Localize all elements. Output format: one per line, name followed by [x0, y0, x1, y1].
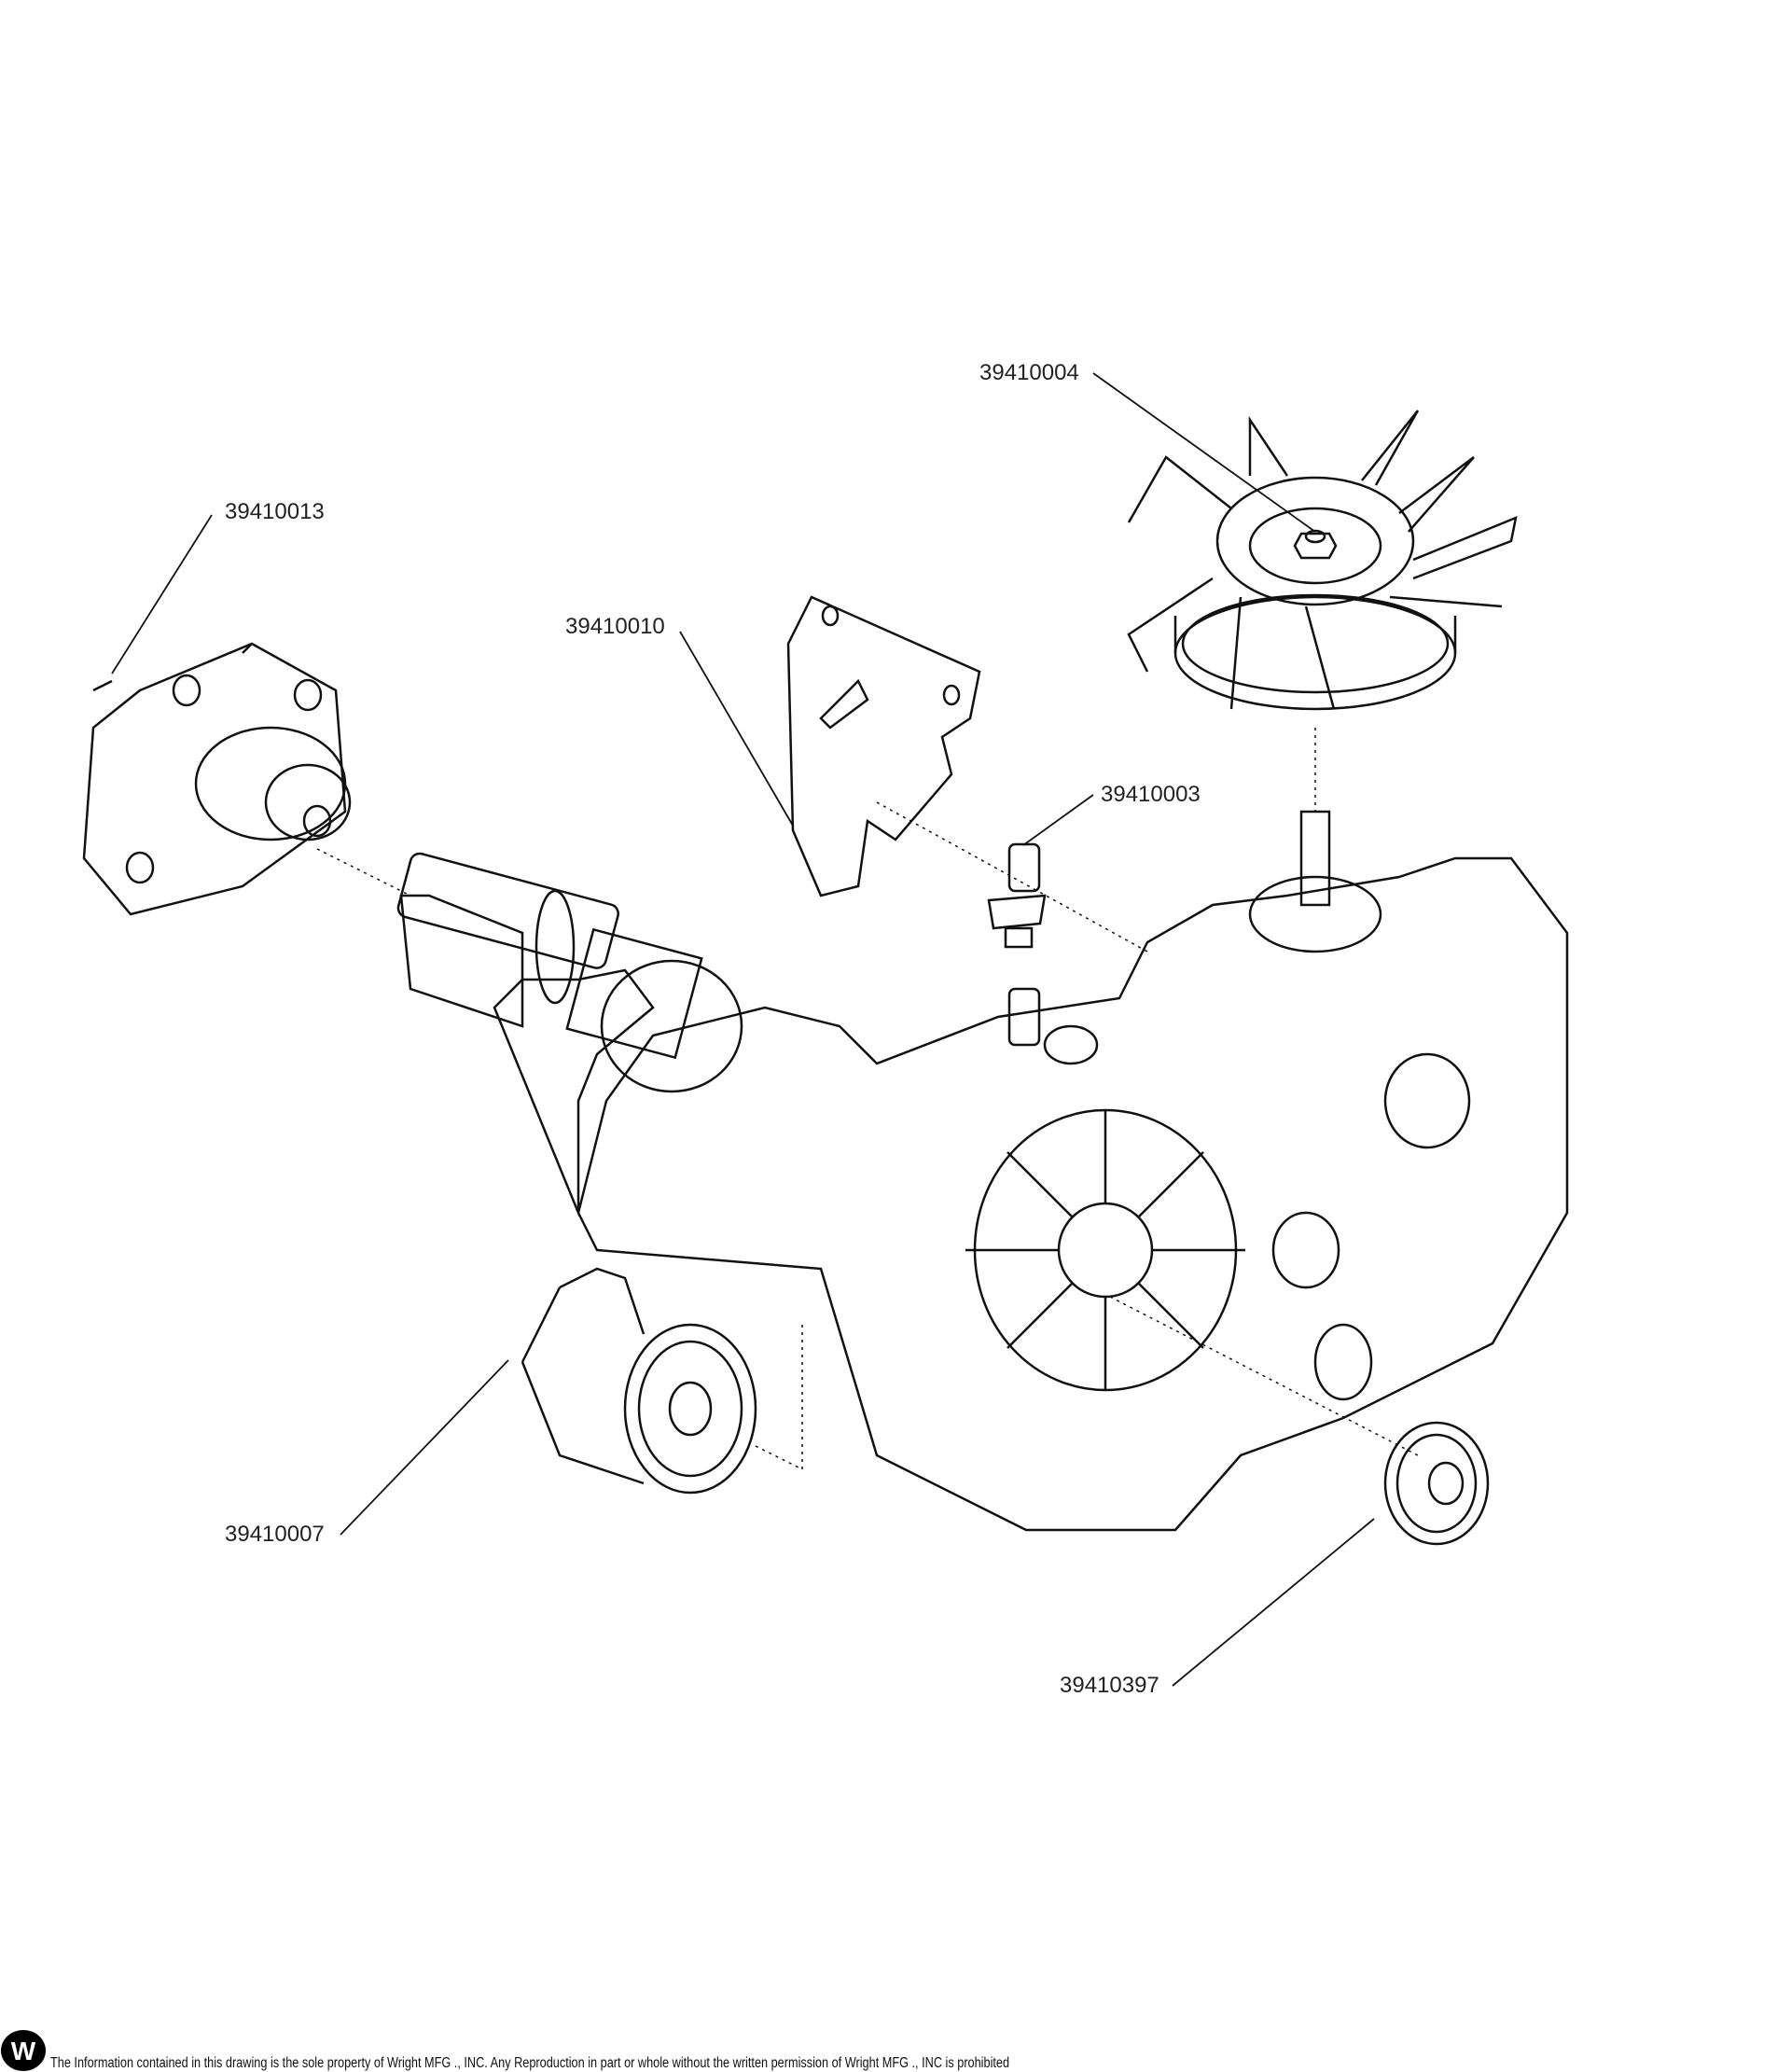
- footer: W The Information contained in this draw…: [0, 2026, 1220, 2072]
- wheel-hub: [82, 642, 352, 916]
- part-label-pulley: 39410397: [1060, 1673, 1159, 1698]
- cooling-fan: [1127, 410, 1518, 711]
- part-label-fan: 39410004: [979, 360, 1079, 385]
- wright-logo-icon: W: [1, 2030, 46, 2071]
- part-label-bracket: 39410010: [565, 614, 665, 639]
- part-label-filter: 39410007: [225, 1522, 325, 1547]
- copyright-notice: The Information contained in this drawin…: [50, 2055, 1010, 2071]
- svg-text:W: W: [11, 2037, 36, 2065]
- mounting-bracket: [786, 595, 981, 897]
- oil-filter: [521, 1267, 757, 1495]
- axle-shaft: [396, 852, 743, 1093]
- part-label-hub: 39410013: [225, 499, 325, 524]
- assembly-lines: [316, 728, 1419, 1470]
- part-label-fitting: 39410003: [1101, 782, 1201, 807]
- pulley: [1383, 1421, 1490, 1546]
- leader-lines: [111, 372, 1375, 1687]
- transaxle-housing: [399, 810, 1569, 1532]
- hydraulic-fitting: [987, 842, 1047, 1047]
